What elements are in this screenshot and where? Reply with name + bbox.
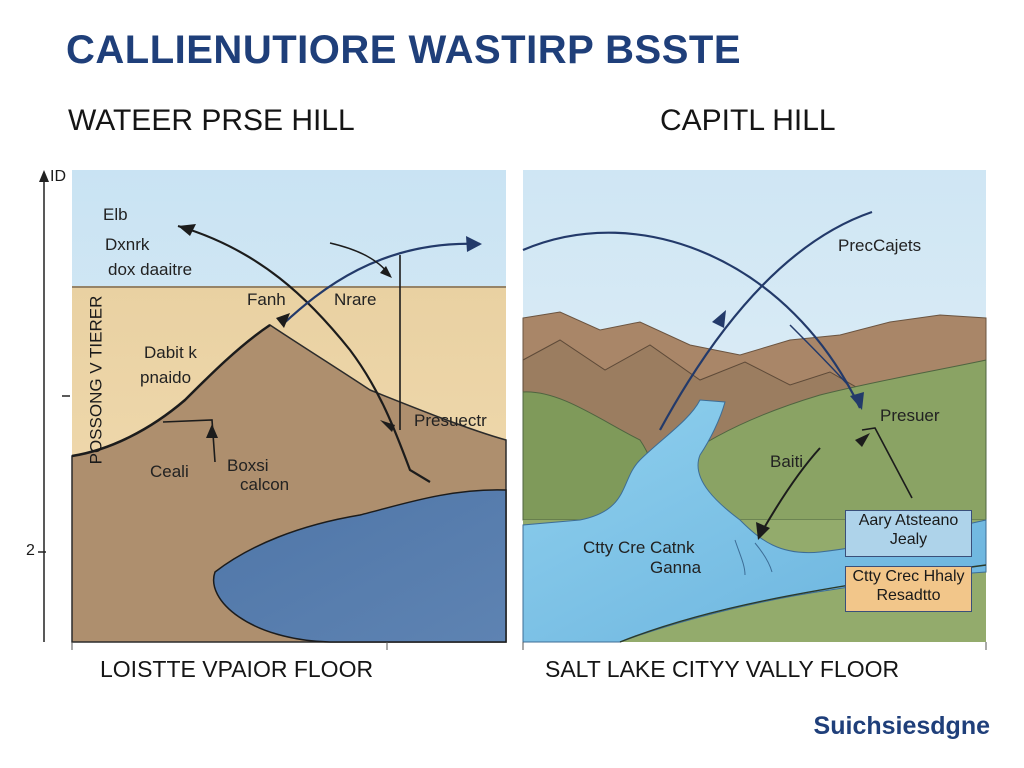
- info-box-ctty-line2: Resadtto: [876, 587, 941, 604]
- info-box-aary: Aary Atsteano Jealy: [845, 510, 972, 557]
- label-dxnrk: Dxnrk: [105, 235, 150, 254]
- label-city: Ctty Cre Catnk: [583, 538, 695, 557]
- label-fanh: Fanh: [247, 290, 286, 309]
- left-axis-label: POSSONG V TIERER: [86, 295, 106, 465]
- label-ceali: Ceali: [150, 462, 189, 481]
- info-box-aary-line2: Jealy: [889, 531, 928, 548]
- label-presuectr: Presuectr: [414, 411, 487, 430]
- left-lake: [212, 489, 507, 643]
- flow-arrow-1: [177, 224, 431, 483]
- label-ganna: Ganna: [650, 558, 702, 577]
- label-baiti: Baiti: [770, 452, 804, 471]
- flow-arrow-2: [281, 242, 481, 326]
- flow-arrow-4: [659, 210, 873, 431]
- axis-tick-2: 2: [26, 542, 35, 559]
- label-nrare: Nrare: [334, 290, 377, 309]
- label-elb: Elb: [103, 205, 128, 224]
- label-boxsi: Boxsi: [227, 456, 269, 475]
- info-box-aary-line1: Aary Atsteano: [858, 512, 959, 529]
- axis-tick-top: ID: [50, 168, 66, 185]
- label-dox-daaitre: dox daaitre: [108, 260, 193, 279]
- left-floor-label: LOISTTE VPAIOR FLOOR: [100, 656, 374, 682]
- left-panel-heading: WATEER PRSE HILL: [68, 104, 355, 137]
- label-dabit: Dabit k: [144, 343, 197, 362]
- right-foothill: [679, 359, 987, 521]
- brand-logo-text: Suichsiesdgne: [813, 712, 990, 740]
- right-panel-heading: CAPITL HILL: [660, 104, 836, 137]
- flow-arrow-3: [522, 231, 861, 409]
- info-box-ctty-line1: Ctty Crec Hhaly: [852, 568, 965, 585]
- right-floor-label: SALT LAKE CITYY VALLY FLOOR: [545, 656, 900, 682]
- label-pnaido: pnaido: [140, 368, 192, 387]
- label-calcon: calcon: [240, 475, 290, 494]
- label-precapets: PrecCajets: [838, 236, 922, 255]
- diagram-title: CALLIENUTIORE WASTIRP BSSTE: [66, 28, 742, 72]
- info-box-ctty: Ctty Crec Hhaly Resadtto: [845, 566, 972, 612]
- label-presuer: Presuer: [880, 406, 940, 425]
